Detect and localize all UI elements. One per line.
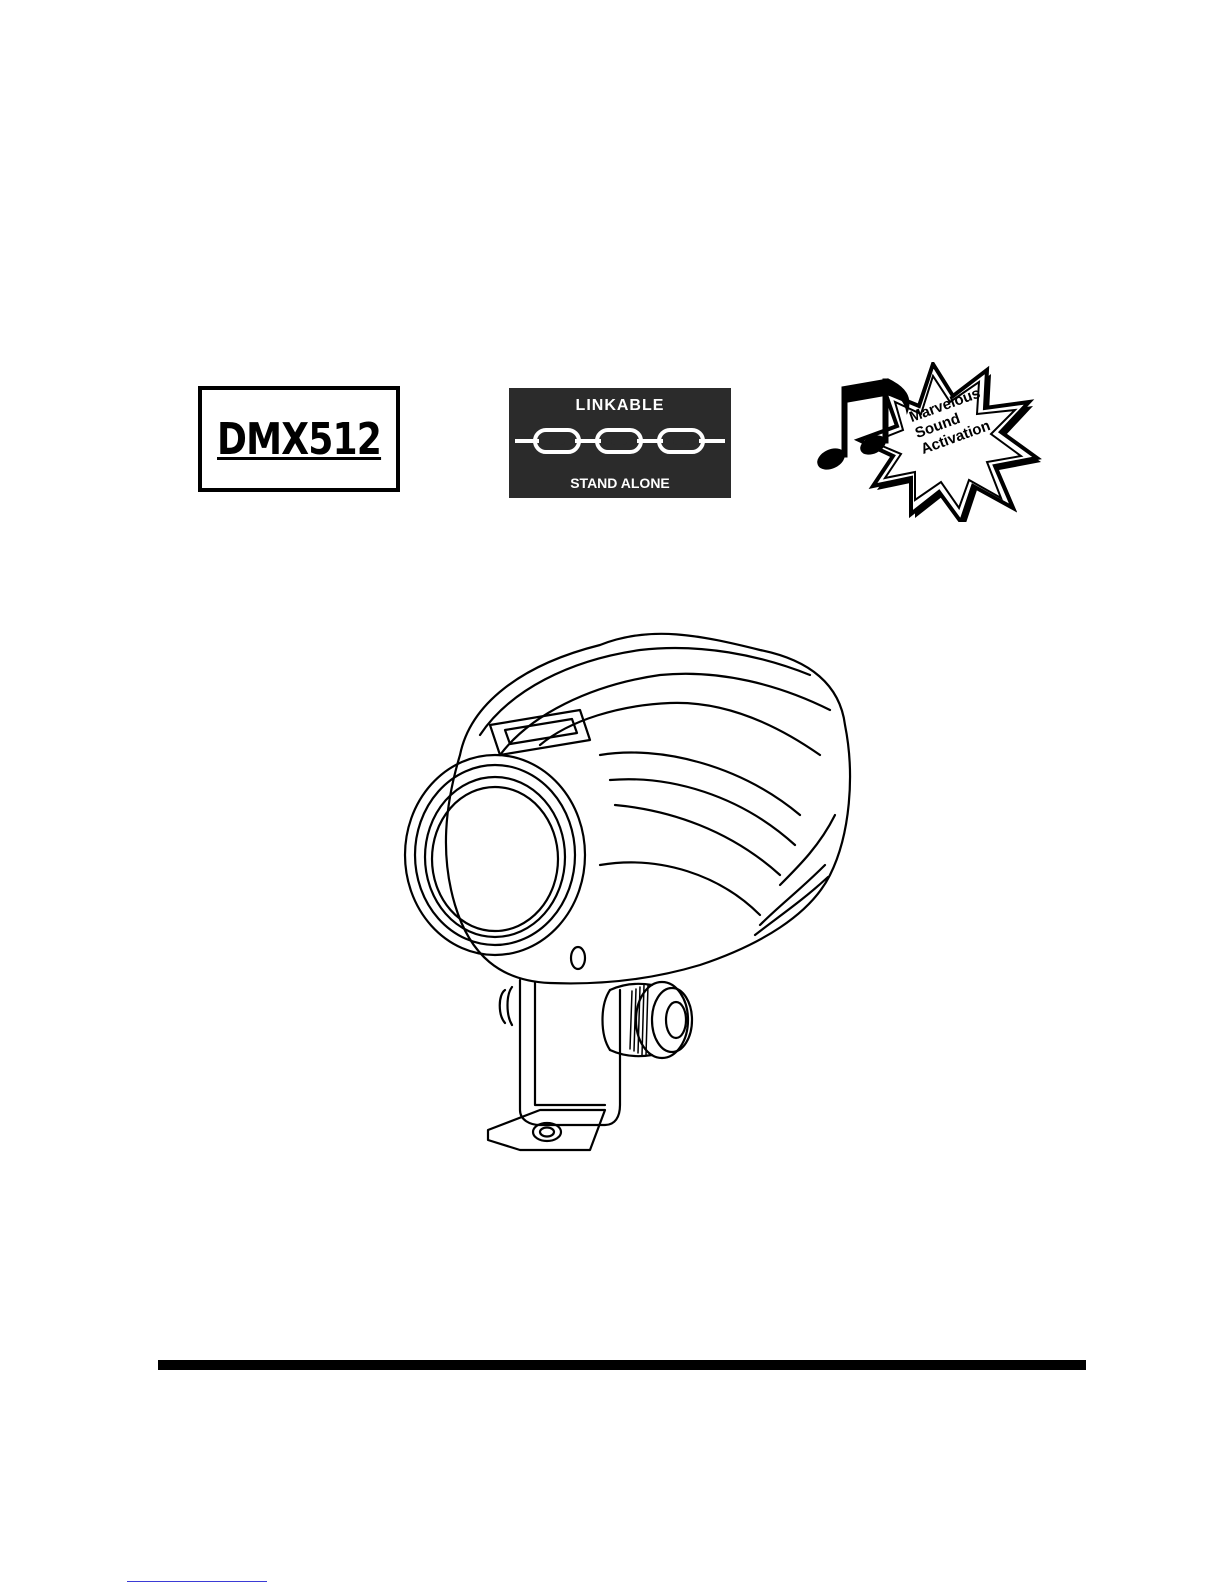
sound-activation-badge: Marvelous Sound Activation: [815, 362, 1045, 522]
footer-link-underline[interactable]: [127, 1581, 267, 1582]
stand-alone-label: STAND ALONE: [509, 475, 731, 491]
music-note-icon: [815, 367, 925, 487]
linkable-badge: LINKABLE STAND ALONE: [509, 388, 731, 498]
chain-icon: [509, 418, 731, 464]
effect-light-fixture-illustration: [400, 605, 860, 1165]
divider-bar: [158, 1360, 1086, 1370]
dmx512-label: DMX512: [217, 414, 381, 465]
dmx512-badge: DMX512: [198, 386, 400, 492]
linkable-label: LINKABLE: [509, 397, 731, 415]
